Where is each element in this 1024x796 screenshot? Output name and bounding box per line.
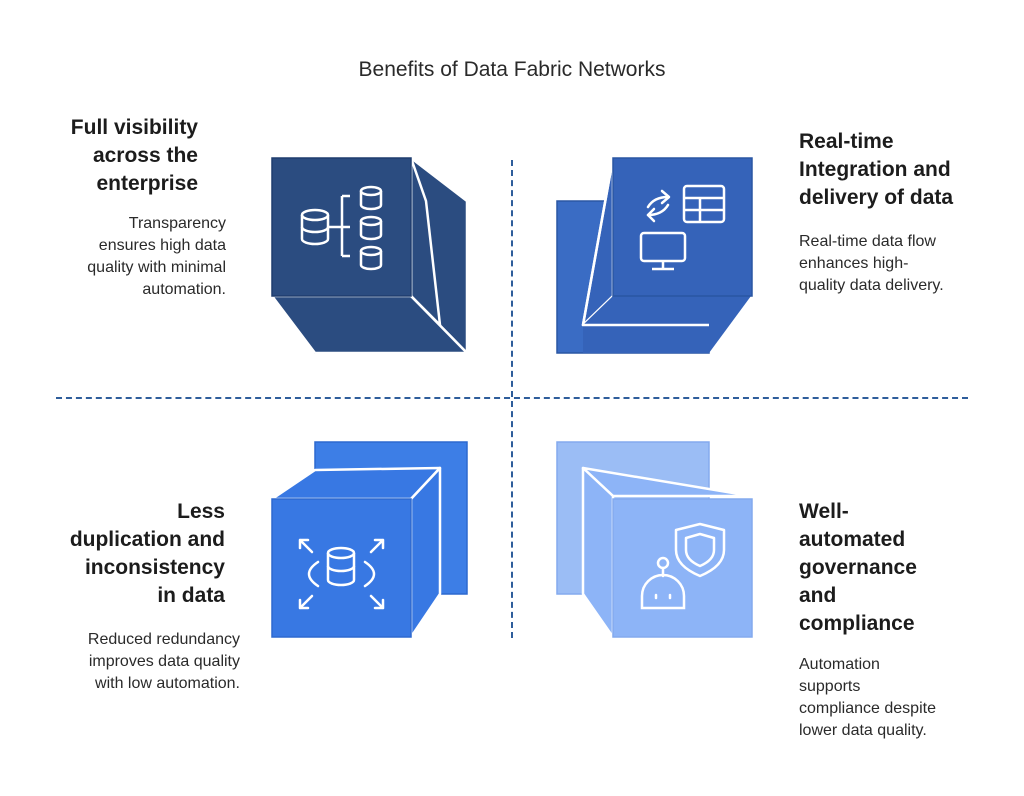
heading-line: in data [157, 584, 225, 607]
horizontal-divider [56, 397, 968, 399]
description-line: automation. [142, 281, 226, 298]
description-line: quality with minimal [87, 259, 226, 276]
cube-real-time-integration [556, 156, 753, 354]
shield-icon [674, 522, 726, 578]
heading-line: duplication and [69, 528, 225, 551]
description-well-automated-governance: Automation supports compliance despite l… [799, 654, 989, 742]
cube-full-visibility [270, 156, 469, 355]
heading-less-duplication: Less duplication and inconsistency in da… [40, 498, 225, 610]
heading-line: and [799, 584, 837, 607]
table-icon [682, 184, 726, 224]
description-line: quality data delivery. [799, 277, 944, 294]
heading-full-visibility: Full visibility across the enterprise [30, 114, 198, 198]
description-real-time-integration: Real-time data flow enhances high- quali… [799, 231, 989, 297]
cube-less-duplication [270, 441, 468, 639]
diagram-title: Benefits of Data Fabric Networks [358, 58, 666, 81]
heading-line: inconsistency [84, 556, 225, 579]
monitor-icon [639, 231, 687, 271]
description-full-visibility: Transparency ensures high data quality w… [60, 213, 226, 301]
expand-arrows-icon [298, 538, 385, 610]
sync-arrows-icon [646, 189, 671, 223]
heading-line: automated [799, 528, 906, 551]
database-icon [326, 546, 356, 587]
description-line: enhances high- [799, 255, 909, 272]
description-line: Automation [799, 656, 880, 673]
description-line: supports [799, 678, 861, 695]
description-less-duplication: Reduced redundancy improves data quality… [50, 629, 240, 695]
heading-well-automated-governance: Well- automated governance and complianc… [799, 498, 969, 638]
heading-line: governance [799, 556, 917, 579]
heading-line: Less [177, 500, 225, 523]
heading-line: Real-time [799, 130, 894, 153]
cube-well-automated-governance [556, 441, 753, 639]
description-line: Real-time data flow [799, 233, 936, 250]
heading-line: enterprise [96, 172, 198, 195]
robot-icon [640, 556, 686, 610]
database-tree-icon [328, 185, 383, 271]
heading-line: Well- [799, 500, 849, 523]
description-line: Reduced redundancy [87, 631, 240, 648]
heading-line: Full visibility [70, 116, 198, 139]
description-line: Transparency [128, 215, 226, 232]
description-line: with low automation. [95, 675, 240, 692]
description-line: improves data quality [88, 653, 240, 670]
heading-real-time-integration: Real-time Integration and delivery of da… [799, 128, 999, 212]
heading-line: compliance [799, 612, 915, 635]
database-icon [300, 208, 330, 246]
description-line: ensures high data [98, 237, 226, 254]
description-line: lower data quality. [799, 722, 927, 739]
description-line: compliance despite [799, 700, 936, 717]
heading-line: Integration and [799, 158, 951, 181]
vertical-divider [511, 160, 513, 638]
heading-line: across the [92, 144, 198, 167]
heading-line: delivery of data [799, 186, 954, 209]
